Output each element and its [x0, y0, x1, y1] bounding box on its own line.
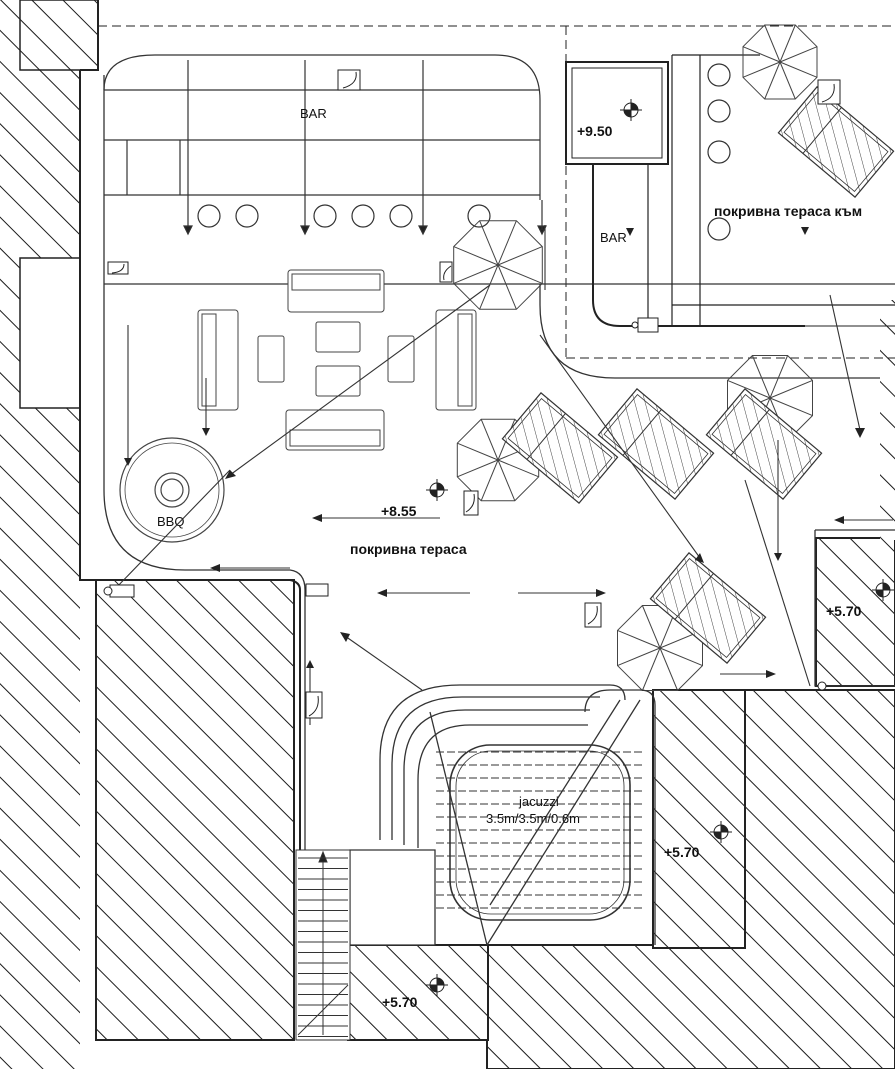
level-jacuzzi-label: +5.70 — [664, 844, 700, 860]
roof-terrace-upper-label: покривна тераса към — [714, 203, 862, 219]
terrace-outline — [79, 0, 895, 1040]
bar-upper-label: BAR — [600, 230, 627, 245]
bbq-label: BBQ — [157, 514, 184, 529]
level-markers — [426, 99, 894, 996]
bar-stools — [197, 204, 491, 228]
sun-loungers — [501, 86, 895, 664]
level-upper-label: +9.50 — [577, 123, 613, 139]
level-marker-icon — [426, 974, 448, 996]
door-symbols — [103, 69, 841, 719]
inner-boundary — [103, 75, 895, 850]
level-marker-icon — [710, 821, 732, 843]
main-bar — [103, 54, 547, 236]
umbrellas — [453, 24, 818, 691]
hatched-bottom-left-block — [95, 579, 295, 1041]
hatched-bottom-block — [347, 944, 489, 1041]
sun-lounger — [501, 392, 619, 504]
umbrella-icon — [453, 220, 543, 310]
jacuzzi-name-label: jacuzzi — [518, 794, 559, 809]
left-niche — [19, 257, 81, 409]
level-marker-icon — [620, 99, 642, 121]
jacuzzi-steps — [436, 751, 644, 909]
sun-lounger — [777, 86, 895, 198]
level-bottom-label: +5.70 — [382, 994, 418, 1010]
level-marker-icon — [872, 579, 894, 601]
jacuzzi-size-label: 3.5m/3.5m/0.6m — [486, 811, 580, 826]
hatched-top-left-block — [19, 0, 99, 71]
bar-main-label: BAR — [300, 106, 327, 121]
sun-lounger — [597, 388, 715, 500]
hatched-bottom-right-inner — [652, 689, 746, 949]
sun-lounger — [649, 552, 767, 664]
level-main-label: +8.55 — [381, 503, 417, 519]
arrow-heads — [124, 227, 865, 678]
level-right-label: +5.70 — [826, 603, 862, 619]
umbrella-icon — [742, 24, 818, 100]
staircase — [295, 849, 351, 1041]
sun-lounger — [705, 388, 823, 500]
roof-terrace-main-label: покривна тераса — [350, 541, 467, 557]
hatched-right-strip — [880, 300, 895, 540]
upper-bar-stools — [707, 63, 731, 241]
level-marker-icon — [426, 479, 448, 501]
hatched-right-block — [815, 537, 895, 687]
circulation-lines — [112, 225, 893, 725]
bbq — [119, 437, 225, 543]
jacuzzi — [349, 684, 656, 946]
upper-bar-block — [565, 54, 895, 327]
hatched-left-wall — [0, 0, 80, 1069]
lounge-area — [197, 269, 477, 451]
